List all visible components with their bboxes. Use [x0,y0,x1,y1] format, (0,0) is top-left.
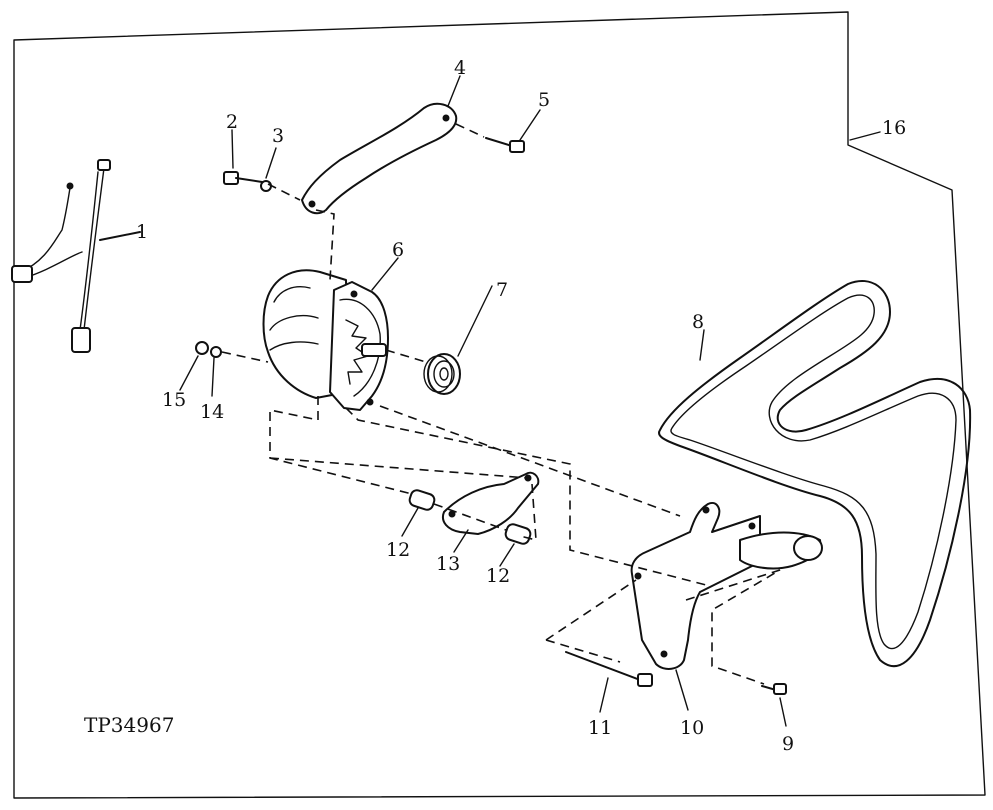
callout-4: 4 [454,57,466,79]
assembly-lines [221,183,781,685]
alternator [262,257,399,411]
callout-12b: 12 [486,565,510,587]
callout-11: 11 [588,717,612,739]
callout-12a: 12 [386,539,410,561]
page-outline [13,11,986,799]
callout-5: 5 [538,89,550,111]
callout-9: 9 [782,733,794,755]
adjusting-strap [301,75,461,215]
callout-2: 2 [226,111,238,133]
callout-13: 13 [436,553,460,575]
callout-6: 6 [392,239,404,261]
bolt-9 [761,683,787,727]
callout-8: 8 [692,311,704,333]
nut-15 [179,341,209,391]
callout-10: 10 [680,717,704,739]
callout-7: 7 [496,279,508,301]
callout-16: 16 [882,117,906,139]
callout-15: 15 [162,389,186,411]
lock-washer-14 [210,346,222,397]
mounting-bracket [630,502,823,711]
spacer-12a [401,489,436,537]
bolt-11 [565,651,653,713]
callout-3: 3 [272,125,284,147]
callout-1: 1 [136,221,148,243]
figure-id: TP34967 [84,713,174,737]
bracket-13 [442,471,540,553]
bolt-2 [223,129,263,185]
callout-14: 14 [200,401,224,423]
bolt-5 [455,109,541,153]
pulley [385,285,493,395]
drive-belt [658,279,972,667]
wiring-harness [11,159,141,353]
